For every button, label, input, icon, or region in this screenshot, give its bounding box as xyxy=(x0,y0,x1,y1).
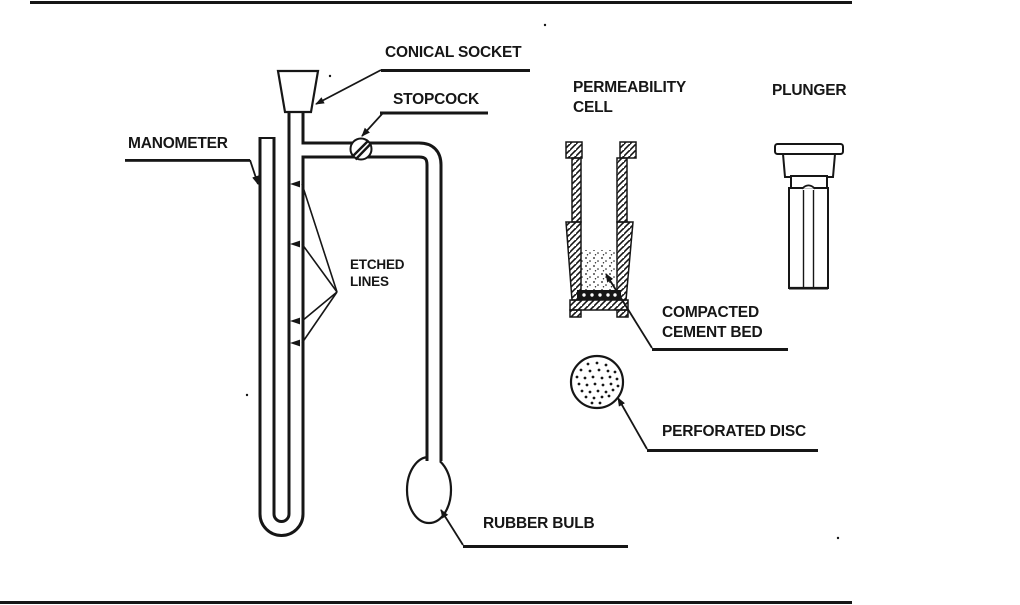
disc-holes xyxy=(575,361,620,405)
cement-bed-label-1: COMPACTED xyxy=(662,304,759,321)
cell-flange-right xyxy=(619,141,637,159)
stopcock-slash xyxy=(354,142,372,161)
plunger-shaft xyxy=(788,187,829,289)
plunger-head xyxy=(781,153,837,178)
conical-socket-label: CONICAL SOCKET xyxy=(385,44,522,61)
plunger-cap xyxy=(774,143,844,155)
perforated-disc xyxy=(569,354,625,410)
conical-socket-underline xyxy=(381,69,530,72)
manometer-leader xyxy=(249,159,259,185)
rubber-bulb-label: RUBBER BULB xyxy=(483,515,594,532)
permeability-cell-label-2: CELL xyxy=(573,99,613,116)
branch-tube-bore xyxy=(293,144,440,463)
cell-wall-left xyxy=(571,157,582,223)
perforated-disc-leader xyxy=(617,397,648,450)
etched-lines-label-2: LINES xyxy=(350,274,389,289)
plunger-rib-top xyxy=(801,184,816,190)
permeability-cell-label-1: PERMEABILITY xyxy=(573,79,687,96)
stopcock-label: STOPCOCK xyxy=(393,91,480,108)
conical-socket-shape xyxy=(276,69,320,114)
label-underlines xyxy=(125,69,818,548)
cement-bed-label-2: CEMENT BED xyxy=(662,324,762,341)
bottom-rule xyxy=(0,601,852,604)
stopcock-valve xyxy=(349,137,373,161)
plunger-label: PLUNGER xyxy=(772,82,846,99)
perforated-disc-underline xyxy=(647,449,818,452)
labels: CONICAL SOCKET STOPCOCK MANOMETER ETCHED… xyxy=(128,44,847,532)
top-rule xyxy=(30,1,852,4)
manometer-u-tube-bore xyxy=(261,111,302,534)
cell-flange-left xyxy=(565,141,583,159)
cell-foot-right xyxy=(616,309,629,318)
perforated-disc-label: PERFORATED DISC xyxy=(662,423,806,440)
perforated-disc-holes-side xyxy=(582,293,617,297)
stopcock-leader xyxy=(361,112,384,137)
manometer-underline xyxy=(125,159,250,162)
cement-bed-leader xyxy=(605,273,653,349)
tube-network xyxy=(258,111,443,537)
rubber-bulb xyxy=(405,455,453,525)
cell-wall-right xyxy=(616,157,628,223)
scan-specks xyxy=(245,23,840,540)
rubber-bulb-underline xyxy=(463,545,628,548)
cell-foot-left xyxy=(569,309,582,318)
leader-lines xyxy=(249,69,653,546)
conical-socket-leader xyxy=(315,69,382,105)
cement-bed-underline xyxy=(652,348,788,351)
manometer-label: MANOMETER xyxy=(128,135,228,152)
etched-lines-arrows xyxy=(290,180,338,347)
rubber-bulb-leader xyxy=(440,509,464,546)
etched-lines-label-1: ETCHED xyxy=(350,257,405,272)
stopcock-slash xyxy=(351,139,370,158)
permeability-cell xyxy=(565,141,637,318)
stopcock-underline xyxy=(380,111,488,115)
plunger xyxy=(774,143,844,290)
cell-base xyxy=(569,299,629,311)
